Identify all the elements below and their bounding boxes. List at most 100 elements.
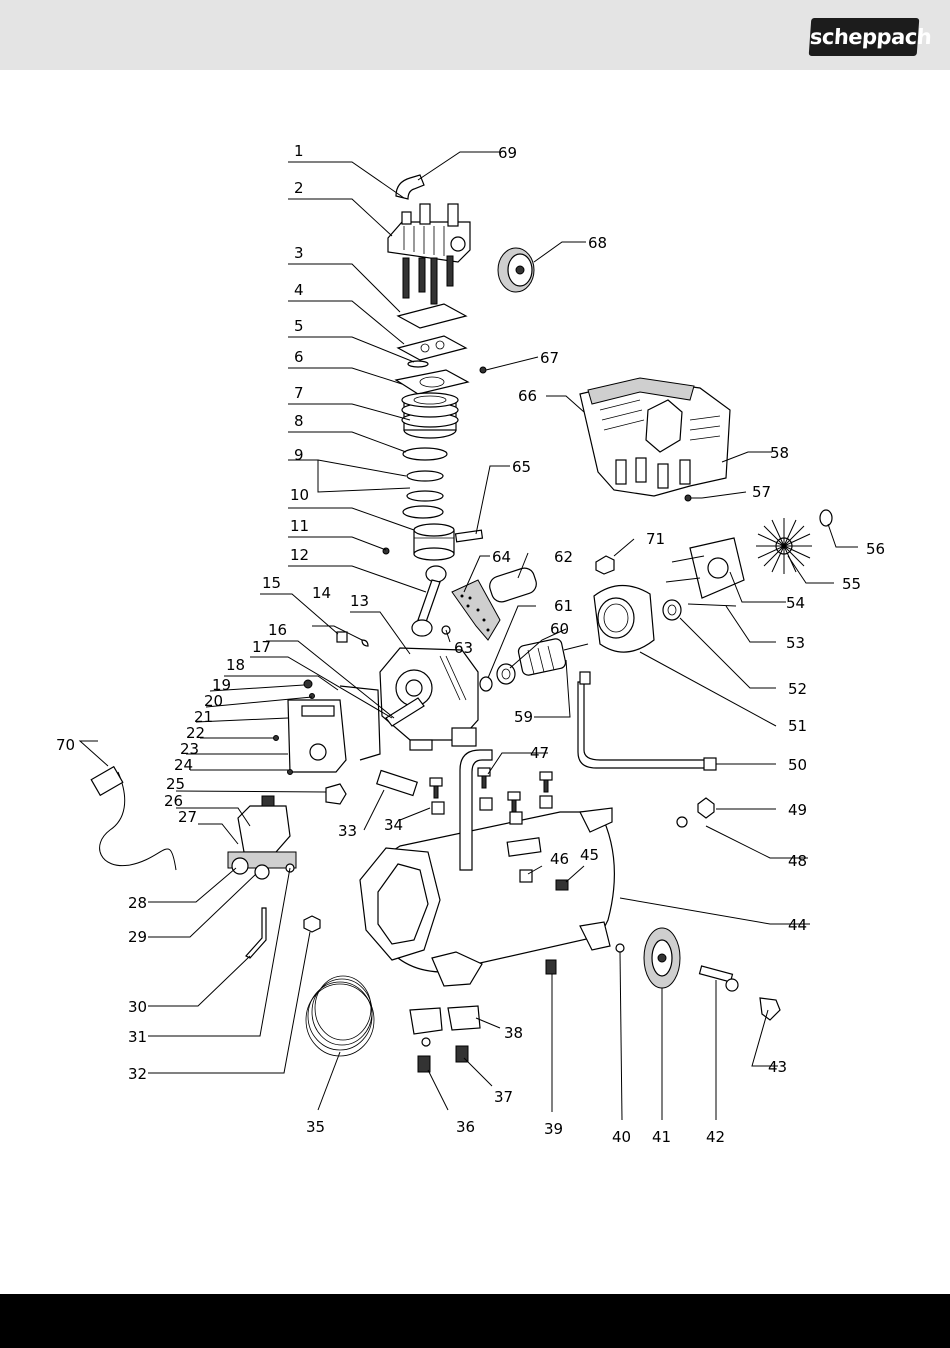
part-65-pin: [456, 530, 483, 542]
part-15-bush: [337, 632, 347, 642]
part-6-gasket: [396, 370, 468, 394]
label-47: 47: [530, 744, 549, 762]
part-labels: 1 2 3 4 5 6 7 8 9 10 11 12 13 14 15 16 1…: [56, 142, 885, 1146]
part-7-cylinder: [402, 393, 458, 438]
label-50: 50: [788, 756, 807, 774]
label-70: 70: [56, 736, 75, 754]
label-66: 66: [518, 387, 537, 405]
label-65: 65: [512, 458, 531, 476]
part-71-clip: [596, 556, 614, 574]
label-37: 37: [494, 1088, 513, 1106]
part-52-bearing: [663, 600, 681, 620]
label-3: 3: [294, 244, 304, 262]
part-13-crankcase: [380, 648, 478, 750]
part-4-valve-plate: [398, 336, 466, 360]
label-40: 40: [612, 1128, 631, 1146]
part-30-tube: [246, 908, 266, 958]
label-45: 45: [580, 846, 599, 864]
part-11-piston: [414, 524, 454, 560]
label-24: 24: [174, 756, 193, 774]
part-51-stator: [594, 585, 654, 652]
label-54: 54: [786, 594, 805, 612]
part-2-cylinder-head: [388, 204, 470, 304]
label-25: 25: [166, 775, 185, 793]
part-3-gasket: [398, 304, 466, 328]
label-16: 16: [268, 621, 287, 639]
part-19-plug: [304, 680, 312, 688]
label-11: 11: [290, 517, 309, 535]
part-56-clip: [820, 510, 832, 526]
label-28: 28: [128, 894, 147, 912]
part-9-ring: [407, 471, 443, 481]
label-29: 29: [128, 928, 147, 946]
label-53: 53: [786, 634, 805, 652]
part-9b-ring: [407, 491, 443, 501]
label-13: 13: [350, 592, 369, 610]
part-55-fan: [756, 518, 812, 574]
part-59-rotor: [517, 638, 588, 676]
part-35-hose-coil: [306, 976, 374, 1056]
label-49: 49: [788, 801, 807, 819]
part-22-screw: [274, 736, 279, 741]
part-57-screw: [685, 495, 702, 501]
label-35: 35: [306, 1118, 325, 1136]
part-21-side-cover: [288, 686, 380, 772]
part-68-cap: [498, 248, 534, 292]
part-66-housing: [580, 378, 730, 496]
label-34: 34: [384, 816, 403, 834]
part-62-capacitor: [487, 566, 539, 605]
label-18: 18: [226, 656, 245, 674]
label-60: 60: [550, 620, 569, 638]
label-17: 17: [252, 638, 271, 656]
part-20-ring: [310, 694, 315, 699]
part-32-nut: [304, 916, 320, 932]
footer-bar: [0, 1294, 950, 1348]
part-25-fitting: [326, 784, 346, 804]
label-9: 9: [294, 446, 304, 464]
part-42-axle: [700, 966, 738, 991]
part-43-cap: [760, 998, 780, 1020]
label-41: 41: [652, 1128, 671, 1146]
label-6: 6: [294, 348, 304, 366]
label-46: 46: [550, 850, 569, 868]
label-33: 33: [338, 822, 357, 840]
part-10-ring: [403, 506, 443, 518]
part-67-screw: [480, 367, 486, 373]
label-59: 59: [514, 708, 533, 726]
label-27: 27: [178, 808, 197, 826]
part-40-ring: [616, 944, 624, 952]
label-38: 38: [504, 1024, 523, 1042]
label-12: 12: [290, 546, 309, 564]
part-54-end-shield: [666, 538, 744, 606]
label-71: 71: [646, 530, 665, 548]
label-36: 36: [456, 1118, 475, 1136]
part-38-foot: [410, 1008, 442, 1034]
label-69: 69: [498, 144, 517, 162]
label-62: 62: [554, 548, 573, 566]
part-36-bolt: [418, 1056, 430, 1072]
label-30: 30: [128, 998, 147, 1016]
label-2: 2: [294, 179, 304, 197]
label-63: 63: [454, 639, 473, 657]
part-12-connecting-rod: [412, 566, 446, 636]
label-43: 43: [768, 1058, 787, 1076]
label-51: 51: [788, 717, 807, 735]
label-1: 1: [294, 142, 304, 160]
label-8: 8: [294, 412, 304, 430]
label-32: 32: [128, 1065, 147, 1083]
label-7: 7: [294, 384, 304, 402]
part-5-reed: [408, 361, 428, 367]
label-42: 42: [706, 1128, 725, 1146]
label-55: 55: [842, 575, 861, 593]
label-67: 67: [540, 349, 559, 367]
part-24-screw: [288, 770, 293, 775]
part-48-ring: [677, 817, 687, 827]
part-14-key: [362, 640, 368, 646]
label-68: 68: [588, 234, 607, 252]
label-44: 44: [788, 916, 807, 934]
label-57: 57: [752, 483, 771, 501]
part-38-foot-b: [448, 1006, 480, 1030]
label-48: 48: [788, 852, 807, 870]
part-50-pipe: [578, 682, 708, 768]
